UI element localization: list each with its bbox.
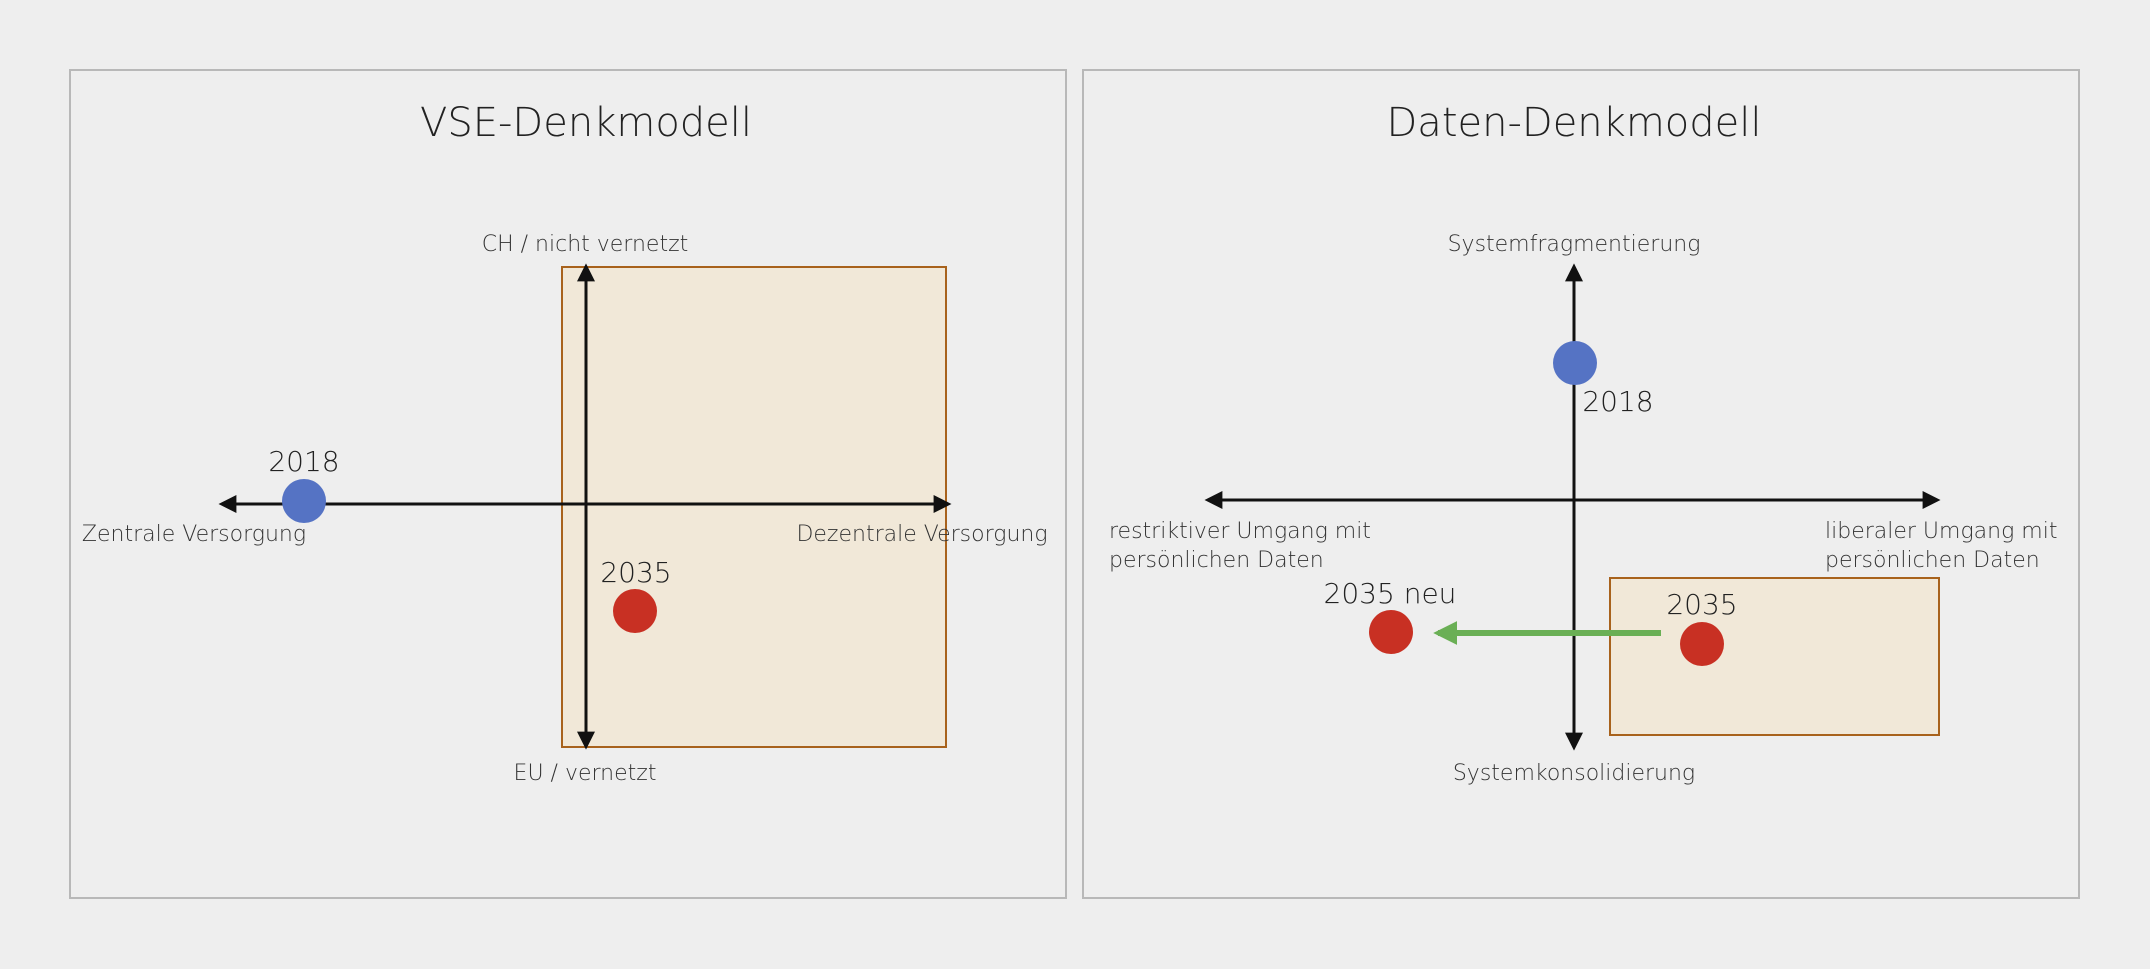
data-marker-2035-new: [1369, 610, 1413, 654]
vse-model: VSE-Denkmodell CH / nicht vernetzt EU / …: [69, 69, 1067, 899]
data-label-2035: 2035: [1666, 588, 1737, 621]
vse-axis-left-label: Zentrale Versorgung: [82, 522, 306, 547]
data-marker-2035: [1680, 622, 1724, 666]
vse-panel-frame: [69, 69, 1067, 899]
vse-label-2035: 2035: [600, 556, 671, 589]
data-axis-left-label-line2: persönlichen Daten: [1109, 548, 1324, 573]
vse-marker-2035: [613, 589, 657, 633]
data-title: Daten-Denkmodell: [1387, 100, 1762, 146]
data-axis-top-label: Systemfragmentierung: [1448, 232, 1701, 257]
vse-title: VSE-Denkmodell: [420, 100, 752, 146]
data-label-2018: 2018: [1582, 385, 1653, 418]
data-model: Daten-Denkmodell Systemfragmentierung Sy…: [1082, 69, 2080, 899]
vse-axis-right-label: Dezentrale Versorgung: [796, 522, 1047, 547]
data-panel-frame: [1082, 69, 2080, 899]
data-label-2035-new: 2035 neu: [1324, 577, 1457, 610]
vse-axis-top-label: CH / nicht vernetzt: [482, 232, 689, 257]
data-axis-bottom-label: Systemkonsolidierung: [1453, 761, 1695, 786]
data-target-region: [1609, 577, 1940, 736]
vse-label-2018: 2018: [268, 445, 339, 478]
data-axis-left-label-line1: restriktiver Umgang mit: [1109, 519, 1371, 544]
vse-target-region: [561, 266, 947, 748]
data-axis-right-label-line2: persönlichen Daten: [1825, 548, 2040, 573]
vse-axis-bottom-label: EU / vernetzt: [514, 761, 657, 786]
data-marker-2018: [1553, 341, 1597, 385]
data-axis-right-label-line1: liberaler Umgang mit: [1825, 519, 2057, 544]
vse-marker-2018: [282, 479, 326, 523]
